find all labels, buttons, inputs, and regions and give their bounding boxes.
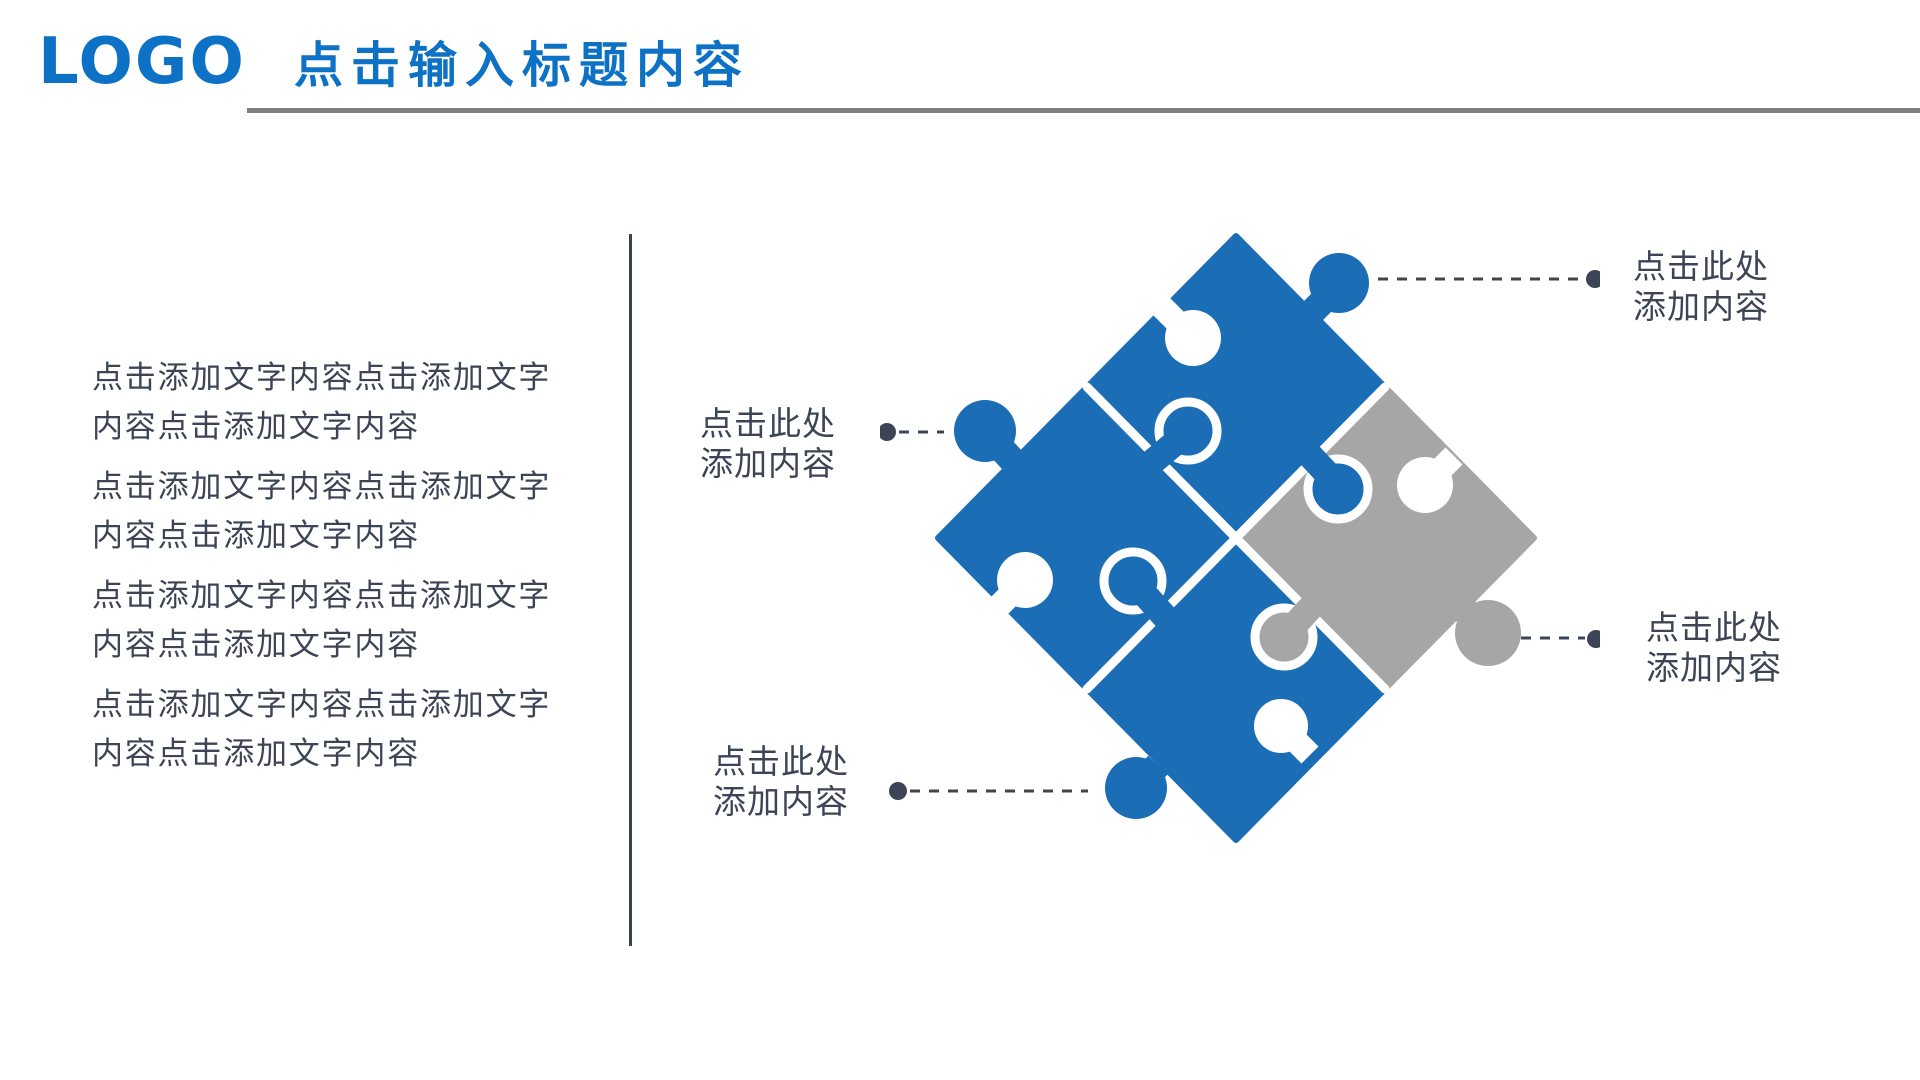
leader-dot-left — [880, 423, 896, 441]
callout-top-right[interactable]: 点击此处 添加内容 — [1601, 247, 1801, 327]
outer-blanks — [987, 294, 1463, 764]
placeholder-paragraph[interactable]: 点击添加文字内容点击添加文字内容点击添加文字内容 — [92, 360, 552, 445]
left-text-panel: 点击添加文字内容点击添加文字内容点击添加文字内容 点击添加文字内容点击添加文字内… — [92, 354, 562, 790]
puzzle-diagram — [880, 233, 1600, 843]
logo: LOGO — [38, 25, 246, 99]
callout-line: 添加内容 — [700, 444, 836, 483]
placeholder-paragraph[interactable]: 点击添加文字内容点击添加文字内容点击添加文字内容 — [92, 578, 552, 663]
header-rule — [247, 108, 1920, 113]
callout-line: 点击此处 — [713, 742, 849, 781]
placeholder-paragraph[interactable]: 点击添加文字内容点击添加文字内容点击添加文字内容 — [92, 687, 552, 772]
leader-dot-bottom — [889, 782, 907, 800]
leader-dot-top-right — [1586, 270, 1600, 288]
page-title[interactable]: 点击输入标题内容 — [294, 37, 751, 94]
callout-line: 添加内容 — [1646, 648, 1782, 687]
leader-lines — [880, 270, 1600, 800]
callout-line: 点击此处 — [700, 404, 836, 443]
callout-right[interactable]: 点击此处 添加内容 — [1614, 608, 1814, 688]
vertical-divider — [629, 234, 632, 946]
piece-seams — [1082, 382, 1390, 694]
callout-line: 添加内容 — [1633, 287, 1769, 326]
callout-line: 点击此处 — [1646, 608, 1782, 647]
leader-dot-right — [1587, 630, 1600, 648]
interior-tabs — [1099, 397, 1373, 671]
callout-left[interactable]: 点击此处 添加内容 — [693, 404, 843, 484]
callout-line: 添加内容 — [713, 782, 849, 821]
callout-line: 点击此处 — [1633, 247, 1769, 286]
callout-bottom[interactable]: 点击此处 添加内容 — [706, 742, 856, 822]
placeholder-paragraph[interactable]: 点击添加文字内容点击添加文字内容点击添加文字内容 — [92, 469, 552, 554]
